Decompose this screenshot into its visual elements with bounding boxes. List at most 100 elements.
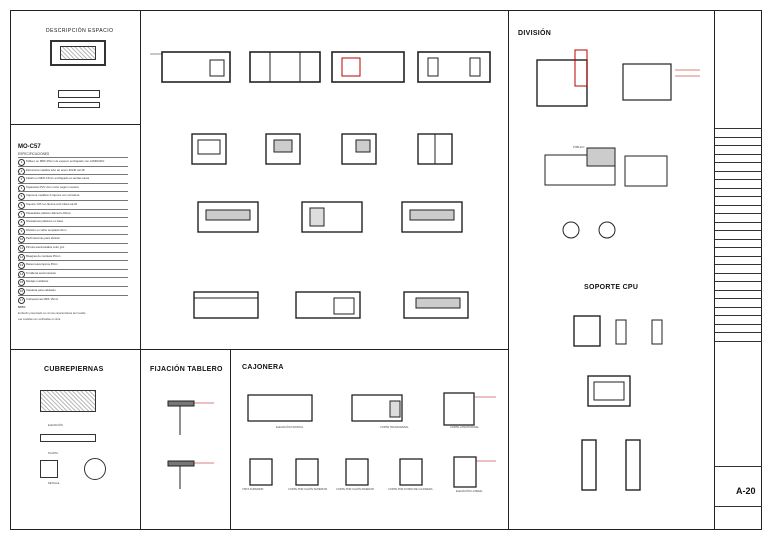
spec-row-number: 6 — [18, 202, 25, 209]
spec-row-text: Pasacables plástico diámetro 60mm — [26, 210, 71, 215]
label-corte-cajon-inf: CORTE POR CAJÓN INFERIOR — [336, 488, 374, 491]
cubrepiernas-detail-a — [40, 460, 58, 478]
spec-row-text: Perfil aluminio para división — [26, 236, 61, 241]
spec-row-number: 3 — [18, 176, 25, 184]
notes-title: NOTA: — [18, 306, 27, 309]
spec-row-text: Cubrepiernas MDF 15mm — [26, 296, 59, 301]
spec-row-text: Soporte CPU en lámina cold rolled cal.20 — [26, 202, 78, 206]
title-block — [715, 10, 762, 530]
spec-row-number: 17 — [18, 296, 25, 304]
spec-row-text: Rieles telescópicos 45cm — [26, 262, 58, 267]
divider-v3 — [714, 10, 715, 530]
title-block-row — [715, 272, 762, 274]
section-small-a — [58, 90, 100, 98]
spec-row-text: Cajonera metálica 3 cajones con cerradur… — [26, 193, 80, 198]
divider-h-bottom — [10, 349, 508, 350]
divider-h-left — [10, 124, 140, 125]
title-block-row — [715, 162, 762, 163]
label-vista-superior: VISTA SUPERIOR — [242, 488, 264, 491]
divider-v2 — [508, 10, 509, 530]
spec-row-number: 13 — [18, 262, 25, 270]
title-block-row — [715, 281, 762, 282]
spec-row-number: 4 — [18, 184, 25, 192]
spec-row-number: 1 — [18, 159, 25, 166]
elevations-row-4 — [193, 291, 469, 319]
label-planta: PLANTA — [48, 452, 58, 455]
spec-row-text: Pintura electrostática color gris — [26, 245, 65, 249]
label-corte-transversal: CORTE TRANSVERSAL — [380, 426, 409, 429]
cubrepiernas-plan — [40, 434, 96, 442]
title-block-row — [715, 315, 762, 316]
sheet-number: A-20 — [736, 486, 756, 496]
title-block-row — [715, 196, 762, 197]
cubrepiernas-detail-b — [84, 458, 106, 480]
title-block-row — [715, 332, 762, 333]
drawing-sheet — [10, 10, 762, 530]
plan-inner — [60, 46, 96, 60]
fijacion-drawings — [167, 400, 214, 489]
label-elevacion: ELEVACIÓN — [48, 424, 63, 427]
spec-row-number: 16 — [18, 288, 25, 295]
spec-row-number: 7 — [18, 210, 25, 218]
cubrepiernas-elevation — [40, 390, 96, 412]
title-block-row — [715, 145, 762, 146]
spec-row-number: 15 — [18, 279, 25, 287]
elevations-row-2 — [191, 133, 453, 165]
spec-row-text: Estructura metálica tubo de acero 40x40 … — [26, 167, 85, 172]
divider-v-fij — [230, 349, 231, 530]
section-title-fijacion: FIJACIÓN TABLERO — [150, 366, 223, 373]
title-block-row — [715, 204, 762, 206]
label-corte-cajon-sup: CORTE POR CAJÓN SUPERIOR — [288, 488, 328, 491]
section-title-division: DIVISIÓN — [518, 30, 552, 37]
spec-row-text: Faldón en MDF 15mm enchapado en ambas ca… — [26, 176, 90, 181]
spec-subtitle: ESPECIFICACIONES — [18, 152, 50, 156]
spec-row-text: Tablero en MDF 25mm de espesor enchapado… — [26, 159, 105, 163]
spec-row-text: Niveladores plásticos en base — [26, 219, 64, 224]
spec-row-number: 10 — [18, 236, 25, 244]
spec-row-text: Tornillería autorroscante — [26, 270, 57, 275]
section-title-cajonera: CAJONERA — [242, 364, 284, 371]
spec-row-number: 5 — [18, 193, 25, 201]
spec-row-text: Tapacanto PVC 2mm color según muestra — [26, 184, 79, 189]
spec-row-number: 11 — [18, 245, 25, 252]
spec-row-text: Canaleta para cableado — [26, 288, 56, 292]
spec-code: MO-C57 — [18, 144, 41, 150]
label-elev-frontal: ELEVACIÓN FRONTAL — [276, 426, 304, 429]
title-block-row — [715, 264, 762, 265]
soporte-cpu-drawings — [573, 315, 663, 491]
label-corte-fondo: CORTE POR FONDO DE CAJONERA — [388, 488, 433, 491]
title-block-row — [715, 170, 762, 172]
title-block-row — [715, 221, 762, 223]
title-block-row — [715, 247, 762, 248]
title-block-row — [715, 238, 762, 240]
note-2: Las medidas son verificadas en obra — [18, 318, 61, 321]
title-block-row — [715, 230, 762, 231]
title-block-row — [715, 298, 762, 299]
spec-row-number: 14 — [18, 270, 25, 278]
plan-outer — [50, 40, 106, 66]
spec-row-text: Manijas metálicas — [26, 279, 49, 284]
elevations-row-3 — [197, 201, 463, 233]
section-title-cubrepiernas: CUBREPIERNAS — [44, 366, 104, 373]
division-drawings — [536, 49, 700, 239]
note-1: El diseño presentado es con las caracter… — [18, 312, 86, 315]
section-small-b — [58, 102, 100, 108]
divider-v1 — [140, 10, 141, 530]
section-title-detail: DESCRIPCIÓN ESPACIO — [46, 28, 114, 34]
title-block-row — [715, 136, 762, 138]
